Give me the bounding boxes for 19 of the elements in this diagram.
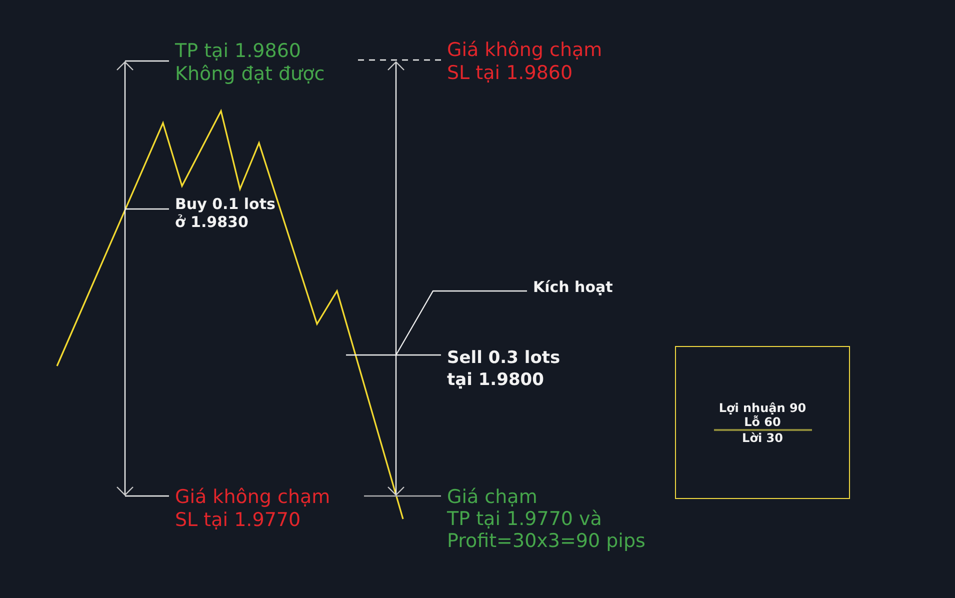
leader-line [125, 60, 169, 62]
leader-line [395, 290, 527, 356]
annotation-text: TP tại 1.9770 và Profit=30x3=90 pips [447, 508, 646, 552]
leader-line [346, 354, 441, 356]
summary-box [675, 346, 850, 499]
annotation-text: Giá không chạm SL tại 1.9770 [175, 486, 335, 531]
leader-line [356, 59, 441, 61]
leader-line [364, 495, 441, 497]
annotation-text: Giá không chạm SL tại 1.9860 [447, 39, 607, 84]
annotation-text: Sell 0.3 lots tại 1.9800 [447, 347, 567, 391]
annotation-text: Buy 0.1 lots ở 1.9830 [175, 195, 285, 231]
annotation-text: Giá chạm [447, 486, 538, 508]
annotation-text: TP tại 1.9860 Không đạt được [175, 40, 335, 85]
annotation-text: Kích hoạt [533, 278, 613, 296]
summary-text: Lợi nhuận 90 [718, 400, 806, 414]
summary-text: Lỗ 60 [744, 414, 781, 428]
leader-line [125, 208, 169, 210]
leader-line [125, 495, 169, 497]
summary-text: Lời 30 [742, 430, 783, 444]
